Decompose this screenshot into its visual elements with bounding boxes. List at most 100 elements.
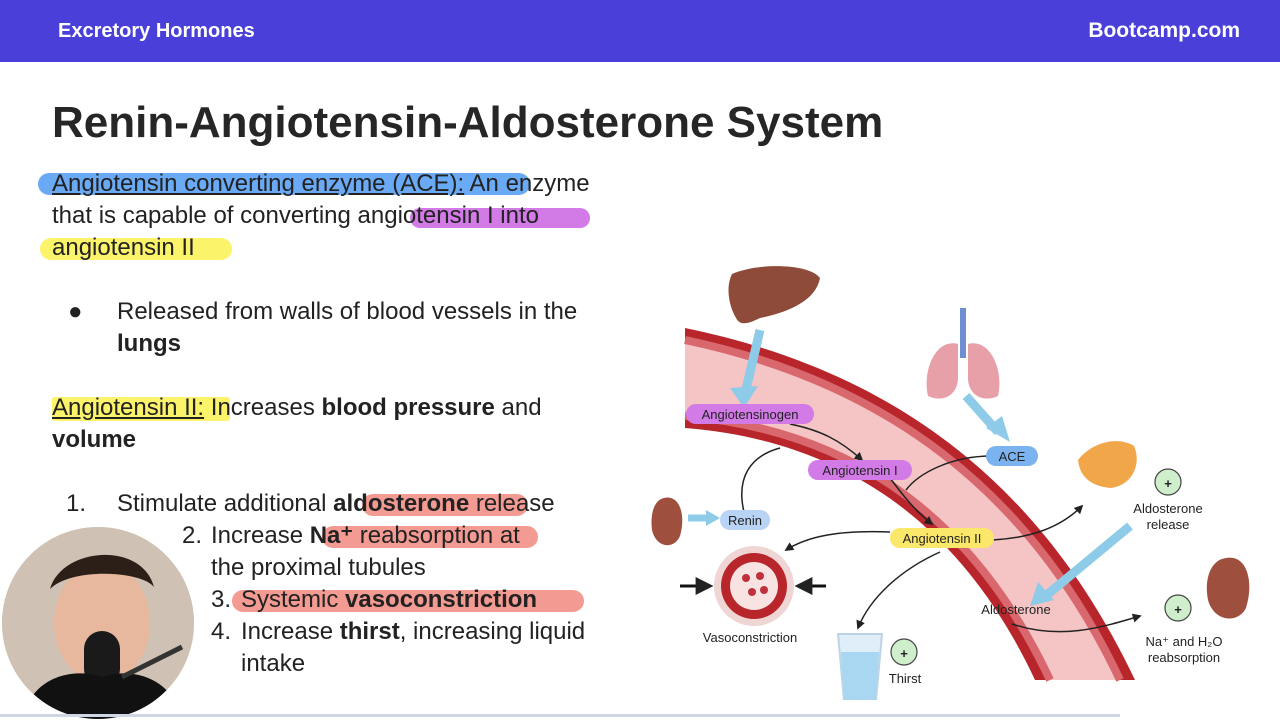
- list-item-3-text: Systemic: [241, 586, 346, 613]
- ang2-blood-pressure: blood pressure: [321, 394, 495, 421]
- bullet-line-1: Released from walls of blood vessels in …: [117, 298, 578, 325]
- renin-pill: [720, 510, 770, 530]
- lungs-icon: [926, 308, 1000, 399]
- thirst-label: Thirst: [889, 671, 922, 686]
- plus-icon-thirst: +: [890, 638, 918, 666]
- blood-vessel-wall-top: [684, 336, 1124, 682]
- svg-text:+: +: [1174, 602, 1182, 617]
- list-item-3-bold: vasoconstriction: [345, 586, 538, 613]
- highlight-angiotensin-ii-term: [52, 397, 230, 421]
- adrenal-to-aldosterone-arrow: [1045, 522, 1133, 598]
- angiotensin-i-pill: [808, 460, 912, 480]
- presenter-silhouette: [2, 527, 194, 719]
- plus-icon-na: +: [1164, 594, 1192, 622]
- raas-diagram: + + + Angiotensinogen Angiotensin I Angi…: [651, 266, 1250, 700]
- ang2-definition-line-1: Angiotensin II: Increases blood pressure…: [52, 392, 542, 424]
- vasoconstriction-icon: [680, 546, 826, 626]
- plus-icon-aldosterone: +: [1154, 468, 1182, 496]
- adrenal-gland-icon: [1078, 441, 1137, 488]
- list-item-1-text: Stimulate additional: [117, 490, 334, 517]
- ace-pill: [986, 446, 1038, 466]
- aldosterone-release-label-2: release: [1147, 517, 1190, 532]
- arrow-renin-curve: [741, 447, 781, 513]
- aldosterone-release-label-1: Aldosterone: [1133, 501, 1202, 516]
- liver-to-angiotensinogen-arrow: [739, 328, 765, 400]
- ace-def-into: into: [493, 202, 540, 229]
- water-glass-icon: [836, 633, 884, 700]
- highlight-vasoconstriction: [232, 590, 584, 612]
- list-item-2: Increase Na⁺ reabsorption at: [211, 520, 520, 552]
- list-item-1-bold: aldosterone: [333, 490, 470, 517]
- angiotensinogen-label: Angiotensinogen: [702, 407, 799, 422]
- arrow-angiotensinogen-to-angiotensin-i: [789, 423, 864, 462]
- ang2-term: Angiotensin II:: [52, 394, 205, 421]
- list-item-4-num: 4.: [211, 618, 232, 645]
- na-h2o-label-2: reabsorption: [1148, 650, 1220, 665]
- brand-logo-text[interactable]: Bootcamp.com: [1088, 19, 1240, 42]
- course-title: Excretory Hormones: [58, 20, 255, 42]
- renin-label: Renin: [728, 513, 762, 528]
- angiotensinogen-pill: [686, 404, 814, 424]
- ace-def-text: that is capable of converting: [52, 202, 358, 229]
- ang2-definition-line-2: volume: [52, 424, 136, 456]
- arrow-to-adrenal: [991, 504, 1084, 541]
- angiotensin-i-label: Angiotensin I: [822, 463, 897, 478]
- liver-icon: [728, 266, 820, 324]
- arrow-angiotensin-i-to-ii: [889, 477, 934, 526]
- ace-def-angiotensin-i: angiotensin I: [357, 202, 494, 229]
- ace-label: ACE: [999, 449, 1026, 464]
- kidney-icon-right: [1206, 557, 1250, 619]
- highlight-angiotensin-ii: [40, 238, 232, 260]
- vasoconstriction-label: Vasoconstriction: [703, 630, 797, 645]
- bullet-dot: ●: [68, 298, 83, 325]
- angiotensin-ii-label: Angiotensin II: [903, 531, 982, 546]
- bullet-line-2: lungs: [117, 328, 181, 360]
- list-item-1: Stimulate additional aldosterone release: [117, 488, 555, 520]
- ang2-and: and: [494, 394, 542, 421]
- na-h2o-label-1: Na⁺ and H₂O: [1146, 634, 1223, 649]
- list-item-2-text: Increase: [211, 522, 310, 549]
- list-item-4-text: Increase: [241, 618, 340, 645]
- list-item-4-bold: thirst: [339, 618, 400, 645]
- adrenal-arrow-head: [1030, 582, 1054, 606]
- svg-text:+: +: [1164, 476, 1172, 491]
- slide-title: Renin-Angiotensin-Aldosterone System: [52, 98, 884, 147]
- arrow-to-na-reabsorption: [1011, 613, 1142, 633]
- list-item-2-num: 2.: [182, 522, 203, 549]
- slide-bottom-border: [0, 714, 1120, 717]
- arrow-to-vasoconstriction: [784, 530, 891, 551]
- ace-definition-line-2: that is capable of converting angiotensi…: [52, 200, 539, 232]
- list-item-2-end: reabsorption at: [353, 522, 520, 549]
- kidney-arrow-head: [706, 510, 720, 526]
- list-item-2-bold: Na⁺: [309, 522, 354, 549]
- aldosterone-label: Aldosterone: [981, 602, 1050, 617]
- header-bar: Excretory Hormones Bootcamp.com: [0, 0, 1280, 62]
- arrow-to-thirst: [856, 551, 941, 630]
- arrow-ace-curve: [905, 455, 993, 491]
- ace-definition-line-1: Angiotensin converting enzyme (ACE): An …: [52, 168, 590, 200]
- kidney-icon-left: [651, 497, 683, 546]
- list-item-4-end: , increasing liquid: [399, 618, 586, 645]
- highlight-ace: [38, 173, 530, 195]
- svg-text:+: +: [900, 646, 908, 661]
- ang2-rest: Increases: [204, 394, 322, 421]
- ang2-volume: volume: [52, 426, 137, 453]
- ace-def-rest: An enzyme: [464, 170, 590, 197]
- angiotensin-ii-pill: [890, 528, 994, 548]
- bullet-lungs: lungs: [117, 330, 181, 357]
- liver-arrow-head: [730, 386, 758, 408]
- list-item-1-num: 1.: [66, 490, 87, 517]
- highlight-angiotensin-i: [410, 208, 590, 228]
- list-item-3-num: 3.: [211, 586, 232, 613]
- presenter-webcam: [2, 527, 194, 719]
- list-item-4-line-2: intake: [241, 650, 306, 677]
- list-item-2-line-2: the proximal tubules: [211, 554, 426, 581]
- list-item-4: Increase thirst, increasing liquid: [241, 616, 585, 648]
- ace-term: Angiotensin converting enzyme (ACE):: [52, 170, 465, 197]
- highlight-aldosterone: [362, 494, 528, 516]
- highlight-na-reabsorption: [322, 526, 538, 548]
- list-item-1-end: release: [469, 490, 555, 517]
- list-item-3: Systemic vasoconstriction: [241, 584, 537, 616]
- blood-vessel-wall-bottom: [684, 412, 1054, 682]
- lungs-arrow-head: [986, 416, 1010, 442]
